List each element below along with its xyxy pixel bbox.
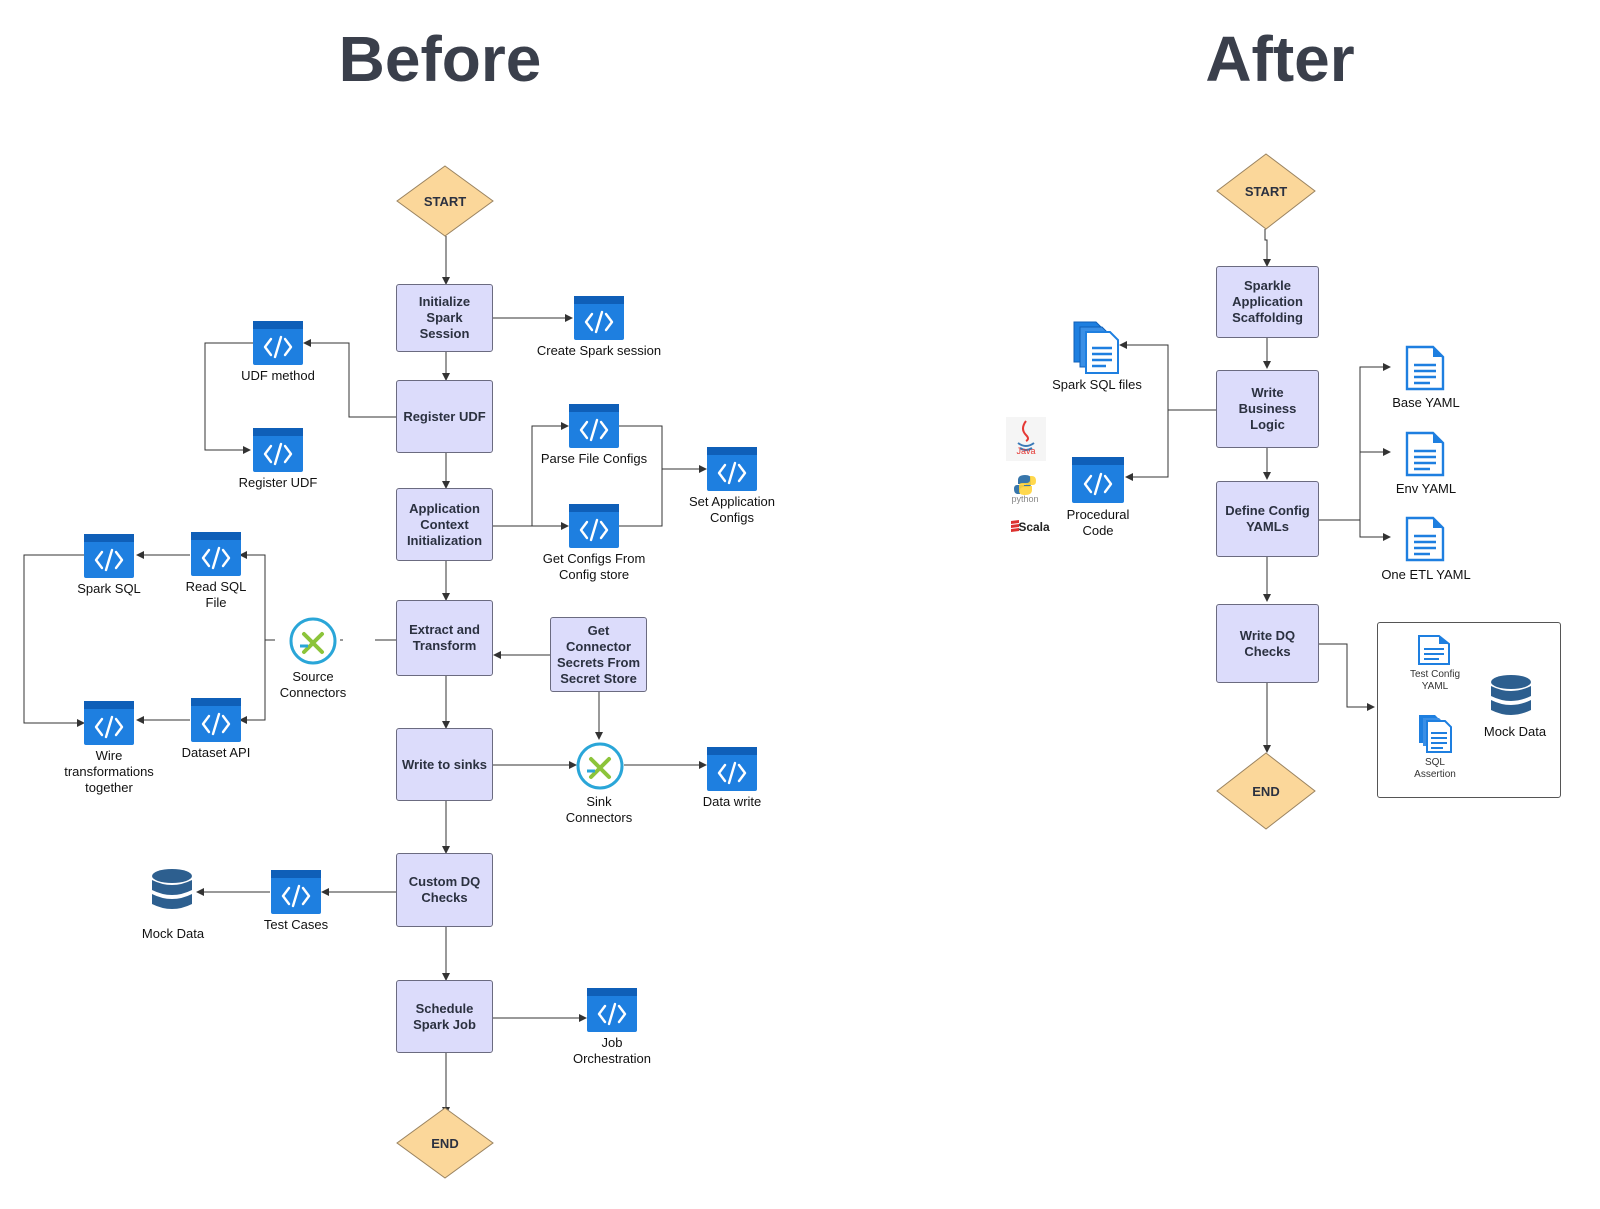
label-read-sql-file: Read SQL File: [185, 579, 247, 610]
document-stack-icon: [1072, 320, 1122, 379]
after-end-label: END: [1252, 783, 1280, 799]
code-icon: [587, 988, 637, 1037]
label-python: python: [1011, 494, 1039, 504]
step-initialize-spark-session: Initialize Spark Session: [396, 284, 493, 352]
code-icon: [569, 504, 619, 553]
step-get-connector-secrets: Get Connector Secrets From Secret Store: [550, 617, 647, 692]
document-icon: [1405, 431, 1445, 482]
step-application-context-init: Application Context Initialization: [396, 488, 493, 561]
label-job-orchestration: Job Orchestration: [572, 1035, 652, 1066]
step-extract-and-transform: Extract and Transform: [396, 600, 493, 676]
document-icon: [1405, 516, 1445, 567]
step-schedule-spark-job: Schedule Spark Job: [396, 980, 493, 1053]
database-icon: [1489, 674, 1533, 727]
label-scala: Scala: [1018, 520, 1050, 534]
label-register-udf: Register UDF: [238, 475, 318, 490]
label-one-etl-yaml: One ETL YAML: [1381, 567, 1471, 582]
code-icon: [191, 698, 241, 747]
source-connector-icon: [288, 616, 338, 671]
document-icon: [1405, 345, 1445, 396]
code-icon: [253, 321, 303, 370]
after-start-diamond: START: [1216, 153, 1316, 230]
label-spark-sql: Spark SQL: [77, 581, 141, 596]
code-icon: [84, 534, 134, 583]
after-start-label: START: [1244, 184, 1288, 199]
label-test-config-yaml: Test Config YAML: [1409, 669, 1461, 692]
label-mock-data: Mock Data: [141, 926, 205, 941]
label-after-mock-data: Mock Data: [1483, 724, 1547, 739]
label-parse-file-configs: Parse File Configs: [540, 451, 648, 466]
step-register-udf: Register UDF: [396, 380, 493, 453]
label-test-cases: Test Cases: [263, 917, 329, 932]
sink-connector-icon: [575, 741, 625, 796]
label-base-yaml: Base YAML: [1392, 395, 1460, 410]
label-data-write: Data write: [702, 794, 762, 809]
before-end-label: END: [431, 1135, 459, 1151]
before-start-diamond: START: [396, 165, 494, 237]
label-wire-transformations: Wire transformations together: [64, 748, 154, 795]
document-icon: [1417, 634, 1451, 671]
code-icon: [271, 870, 321, 919]
scala-icon: [1011, 520, 1019, 538]
code-icon: [574, 296, 624, 345]
label-sink-connectors: Sink Connectors: [565, 794, 633, 825]
code-icon: [707, 747, 757, 796]
after-end-diamond: END: [1216, 752, 1316, 830]
label-source-connectors: Source Connectors: [279, 669, 347, 700]
after-title: After: [1205, 23, 1355, 95]
code-icon: [253, 428, 303, 477]
label-dataset-api: Dataset API: [181, 745, 251, 760]
before-title: Before: [338, 23, 542, 95]
step-define-config-yamls: Define Config YAMLs: [1216, 481, 1319, 557]
java-icon: [1006, 417, 1046, 466]
code-icon: [569, 404, 619, 453]
label-env-yaml: Env YAML: [1395, 481, 1457, 496]
label-spark-sql-files: Spark SQL files: [1052, 377, 1142, 392]
step-write-business-logic: Write Business Logic: [1216, 370, 1319, 448]
database-icon: [150, 868, 194, 921]
step-write-to-sinks: Write to sinks: [396, 728, 493, 801]
step-custom-dq-checks: Custom DQ Checks: [396, 853, 493, 927]
label-udf-method: UDF method: [241, 368, 315, 383]
label-set-app-configs: Set Application Configs: [688, 494, 775, 525]
label-procedural-code: Procedural Code: [1066, 507, 1130, 538]
label-java: Java: [1016, 446, 1036, 456]
python-icon: [1014, 474, 1036, 501]
before-end-diamond: END: [396, 1107, 494, 1179]
label-create-spark-session: Create Spark session: [536, 343, 662, 358]
before-start-label: START: [423, 193, 467, 209]
code-icon: [1072, 457, 1124, 508]
code-icon: [191, 532, 241, 581]
label-sql-assertion: SQL Assertion: [1414, 757, 1456, 780]
step-sparkle-scaffolding: Sparkle Application Scaffolding: [1216, 266, 1319, 338]
code-icon: [707, 447, 757, 496]
label-get-configs: Get Configs From Config store: [542, 551, 646, 582]
document-stack-icon: [1417, 713, 1453, 758]
step-write-dq-checks: Write DQ Checks: [1216, 604, 1319, 683]
code-icon: [84, 701, 134, 750]
